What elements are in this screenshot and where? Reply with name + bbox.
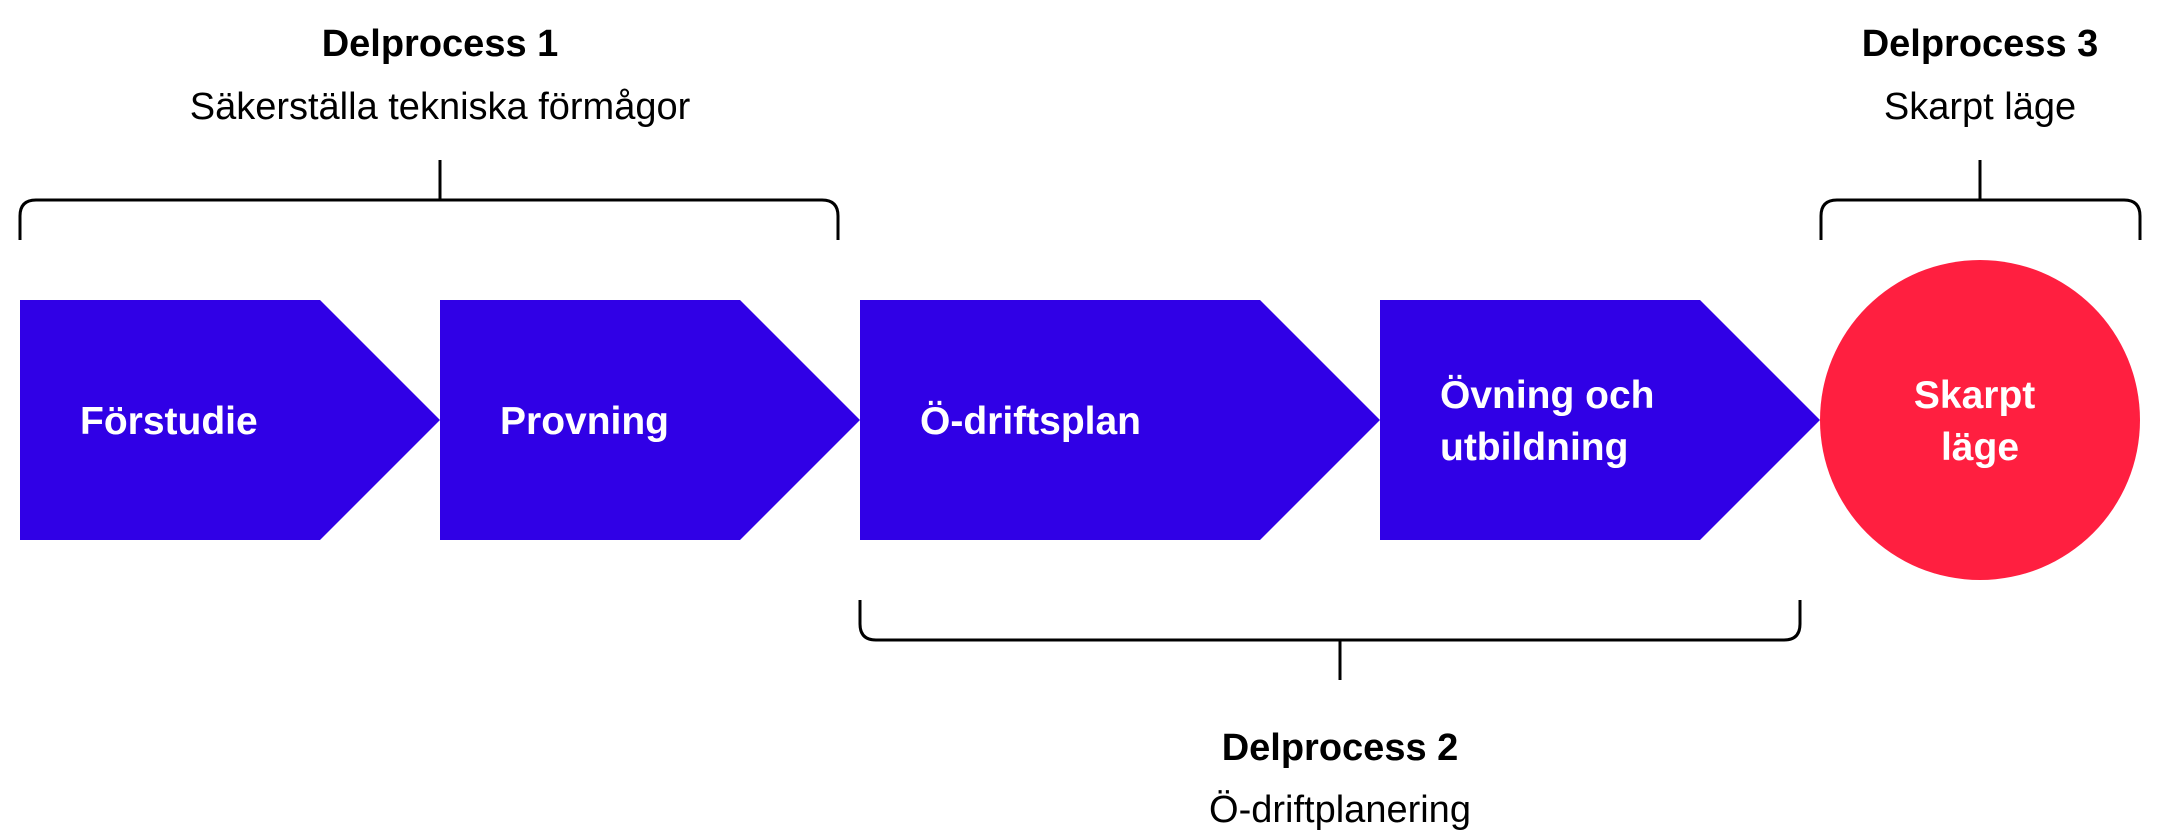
step-1-forstudie: Förstudie: [20, 300, 440, 540]
step-2-label-line-1: Provning: [500, 400, 669, 443]
step-3-label: Ö-driftsplan: [920, 400, 1141, 443]
step-2-label: Provning: [500, 400, 669, 443]
step-4-arrow: [1380, 300, 1820, 540]
subprocess-1-title: Delprocess 1: [322, 23, 559, 65]
subprocess-2-bracket: [858, 600, 1802, 680]
subprocess-1-subtitle: Säkerställa tekniska förmågor: [190, 86, 691, 128]
subprocess-2-title: Delprocess 2: [1222, 727, 1459, 769]
final-step-circle: [1820, 260, 2140, 580]
final-step-label-line-2: läge: [1941, 426, 2019, 469]
step-4-label-line-1: Övning och: [1440, 374, 1655, 417]
step-2-provning: Provning: [440, 300, 860, 540]
step-2-arrow: [440, 300, 860, 540]
step-3-odriftsplan: Ö-driftsplan: [860, 300, 1380, 540]
subprocess-3-title: Delprocess 3: [1862, 23, 2099, 65]
final-step-label-line-1: Skarpt: [1914, 374, 2035, 417]
subprocess-1-bracket: [18, 160, 840, 240]
step-3-arrow: [860, 300, 1380, 540]
subprocess-2-subtitle: Ö-driftplanering: [1209, 789, 1471, 831]
subprocess-1: Delprocess 1 Säkerställa tekniska förmåg…: [18, 23, 840, 240]
step-4-ovning-och-utbildning: Övning och utbildning: [1380, 300, 1820, 540]
step-1-label-line-1: Förstudie: [80, 400, 258, 443]
step-3-label-line-1: Ö-driftsplan: [920, 400, 1141, 443]
step-4-label: Övning och utbildning: [1440, 374, 1665, 469]
final-step-skarpt-lage: Skarpt läge: [1820, 260, 2140, 580]
step-1-arrow: [20, 300, 440, 540]
subprocess-3-subtitle: Skarpt läge: [1884, 86, 2076, 128]
step-1-label: Förstudie: [80, 400, 258, 443]
final-step-label: Skarpt läge: [1914, 374, 2046, 469]
subprocess-2: Delprocess 2 Ö-driftplanering: [858, 600, 1802, 831]
subprocess-3-bracket: [1819, 160, 2142, 240]
subprocess-3: Delprocess 3 Skarpt läge: [1819, 23, 2142, 240]
step-4-label-line-2: utbildning: [1440, 426, 1628, 469]
